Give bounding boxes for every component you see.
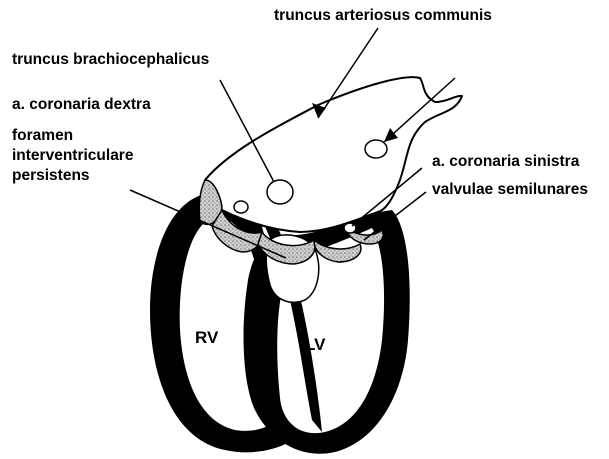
label-right-ventricle: RV xyxy=(195,328,218,348)
brachiocephalic-opening xyxy=(267,180,293,204)
label-foramen-line2: interventriculare xyxy=(12,146,133,166)
label-foramen-line3: persistens xyxy=(12,166,90,186)
label-foramen-line1: foramen xyxy=(12,126,73,146)
label-valvulae-semilunares: valvulae semilunares xyxy=(432,180,588,200)
truncus-lumen-opening xyxy=(365,140,387,158)
label-coronaria-sinistra: a. coronaria sinistra xyxy=(432,152,579,172)
label-left-ventricle: LV xyxy=(305,335,325,355)
right-coronary-opening xyxy=(234,201,248,213)
label-truncus-brachiocephalicus: truncus brachiocephalicus xyxy=(12,50,209,70)
label-truncus-arteriosus: truncus arteriosus communis xyxy=(274,6,492,26)
label-coronaria-dextra: a. coronaria dextra xyxy=(12,95,151,115)
